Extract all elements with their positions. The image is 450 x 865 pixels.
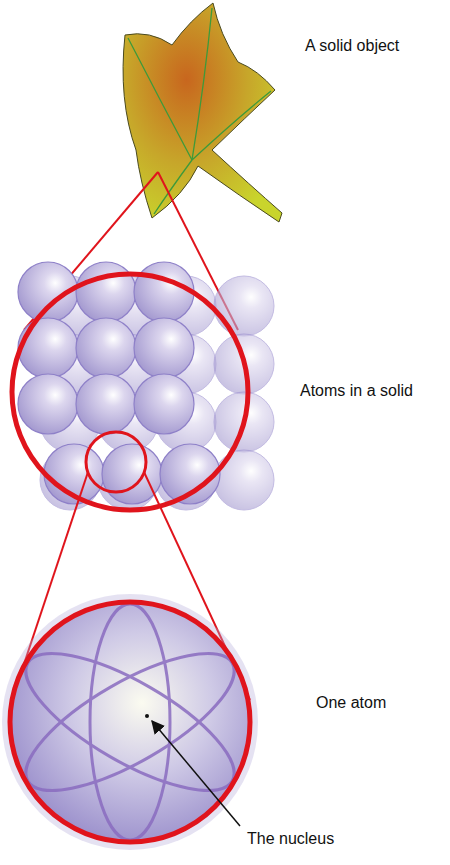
selected-atom-ring (86, 432, 146, 492)
leader-arrow (152, 721, 240, 826)
vein (128, 38, 192, 160)
atom-sphere (18, 318, 78, 378)
atom-sphere (214, 276, 274, 336)
atom-sphere (134, 374, 194, 434)
orbit (8, 628, 252, 815)
atom-sphere (134, 262, 194, 322)
caption-label: Atoms in a solid (300, 381, 413, 401)
atom-sphere (214, 450, 274, 510)
atom-sphere (102, 444, 162, 504)
caption-label: One atom (316, 693, 386, 713)
atom-sphere (76, 374, 136, 434)
caption-label: A solid object (305, 36, 399, 56)
orbit (90, 604, 170, 840)
nucleus (145, 714, 149, 718)
atom-sphere (134, 318, 194, 378)
vein (154, 160, 192, 214)
zoom-circle (12, 274, 248, 510)
caption-label: The nucleus (247, 829, 334, 849)
atom (10, 602, 250, 842)
vein (192, 91, 271, 160)
atom-sphere (76, 262, 136, 322)
orbit (8, 628, 252, 815)
zoom-circle (10, 602, 250, 842)
atom-sphere (76, 318, 136, 378)
atom-sphere (18, 374, 78, 434)
atom-glow (2, 594, 258, 850)
vein (192, 8, 212, 160)
leaf (123, 3, 282, 222)
